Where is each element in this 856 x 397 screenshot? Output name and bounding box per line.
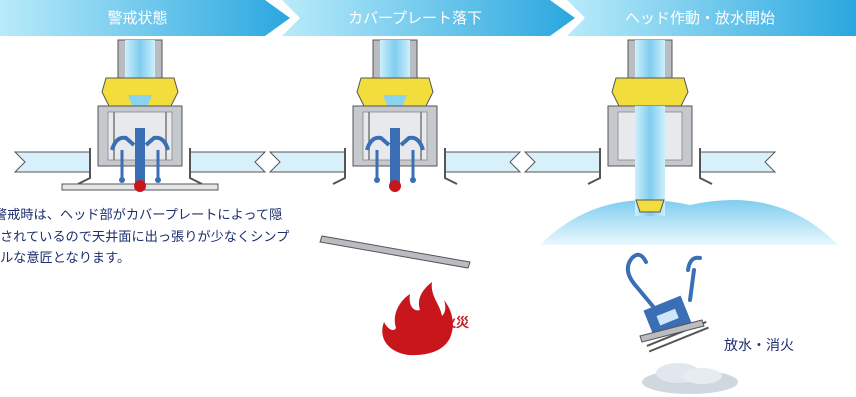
sprinkler-cover-drop [269, 38, 521, 192]
fire-label: 火災 [443, 316, 470, 331]
falling-fragment [639, 319, 705, 343]
splash-cloud-top-2 [682, 368, 722, 384]
falling-cover-plate [319, 235, 471, 269]
step-banner [0, 0, 856, 36]
step-label-cover-drop: カバープレート落下 [347, 9, 483, 27]
step-1-arrow [0, 0, 290, 36]
fire-icon [382, 282, 453, 356]
standby-description: 警戒時は、ヘッド部がカバープレートによって隠されているので天井面に出っ張りが少な… [0, 208, 290, 266]
water-label: 放水・消火 [724, 338, 794, 354]
falling-lever-right [686, 255, 702, 302]
sprinkler-discharge [524, 39, 776, 216]
step-label-standby: 警戒状態 [107, 9, 168, 27]
sprinkler-standby [14, 38, 266, 192]
falling-lever-left [625, 252, 658, 312]
step-2-arrow [282, 0, 575, 36]
step-label-discharge: ヘッド作動・放水開始 [624, 9, 775, 27]
step-3-arrow [567, 0, 856, 36]
water-spray [540, 200, 838, 245]
